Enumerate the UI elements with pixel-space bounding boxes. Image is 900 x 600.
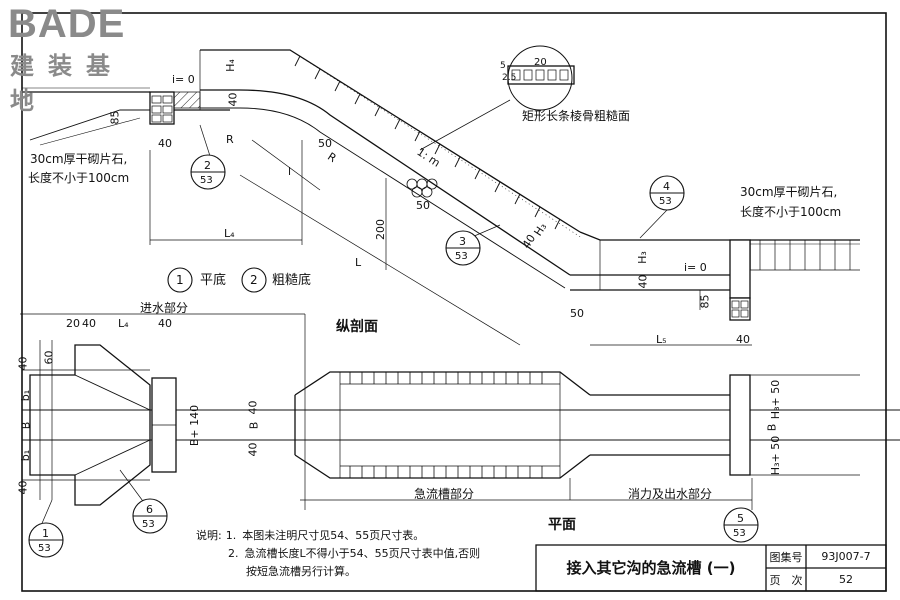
dim-40-d: 40	[636, 274, 650, 289]
dim-50-a: 50	[318, 137, 332, 150]
label-stone-right-2: 长度不小于100cm	[740, 205, 842, 219]
dim-b1-a: b₁	[19, 389, 33, 402]
dim-b-outlet: B	[765, 423, 779, 432]
dim-h3-50-a: H₃+ 50	[769, 379, 783, 420]
note-2-text-b: 按短急流槽另行计算。	[246, 565, 356, 578]
note-1-num: 1.	[225, 529, 237, 542]
note-2-num: 2.	[228, 547, 239, 560]
label-plan: 平面	[548, 517, 576, 533]
dim-b-plan: B	[19, 421, 33, 430]
dim-rough-20: 20	[534, 57, 547, 68]
callout-5-page: 53	[733, 528, 746, 539]
legend-num-1: 1	[176, 273, 184, 287]
dim-h3-b: H₃	[635, 251, 649, 264]
notes-lead: 说明:	[196, 529, 222, 542]
legend-num-2: 2	[250, 273, 258, 287]
dim-l4-plan: L₄	[118, 317, 129, 330]
callout-6-page: 53	[142, 519, 155, 530]
dim-20: 20	[66, 317, 80, 330]
dim-r-a: R	[226, 133, 234, 146]
dim-l-small: l	[288, 165, 292, 178]
label-i0-right: i= 0	[684, 261, 707, 274]
dim-200: 200	[374, 219, 387, 240]
page-label: 页 次	[769, 573, 803, 587]
title-block: 接入其它沟的急流槽 (一) 图集号 93J007-7 页 次 52	[536, 545, 884, 589]
callout-1-num: 1	[42, 527, 49, 540]
label-stone-left-2: 长度不小于100cm	[28, 171, 130, 185]
logo-chinese: 建装基地	[10, 52, 124, 115]
callout-4-page: 53	[659, 196, 672, 207]
atlas-value: 93J007-7	[821, 550, 871, 563]
dim-h3-50-b: H₃+ 50	[769, 435, 783, 476]
logo-letters: BADE	[8, 2, 126, 46]
label-i0-left: i= 0	[172, 73, 195, 86]
dim-40-a: 40	[226, 92, 240, 107]
dim-b1-b: b₁	[19, 449, 33, 462]
dim-50-b: 50	[416, 199, 430, 212]
dim-rough-25: 2.5	[502, 73, 517, 83]
dim-l-big: L	[355, 256, 362, 269]
dim-40-i: 40	[16, 480, 30, 495]
legend-rough-bottom: 粗糙底	[272, 273, 312, 288]
callout-5-num: 5	[737, 512, 744, 525]
bade-logo: BADE 建装基地	[8, 2, 158, 115]
note-1-text: 本图未注明尺寸见54、55页尺寸表。	[242, 529, 425, 542]
callout-6-num: 6	[146, 503, 153, 516]
label-profile: 纵剖面	[336, 319, 378, 335]
dim-40-f: 40	[82, 317, 96, 330]
dim-b140: B+ 140	[188, 404, 202, 447]
dim-40-j: 40	[246, 400, 260, 415]
label-stone-right-1: 30cm厚干砌片石,	[740, 185, 838, 199]
plan-view	[20, 313, 900, 529]
drawing-title: 接入其它沟的急流槽 (一)	[566, 558, 736, 577]
dim-40-e: 40	[736, 333, 750, 346]
label-chute-part: 急流槽部分	[414, 487, 475, 501]
atlas-label: 图集号	[769, 550, 803, 564]
dim-40-b: 40	[158, 137, 172, 150]
dim-40-k: 40	[246, 442, 260, 457]
page-value: 52	[839, 573, 853, 586]
dim-60: 60	[42, 350, 56, 365]
label-outlet-part: 消力及出水部分	[628, 487, 713, 501]
label-rough-surface: 矩形长条棱骨粗糙面	[522, 109, 631, 123]
dim-50-c: 50	[570, 307, 584, 320]
label-inlet-part: 进水部分	[140, 301, 189, 315]
callout-2-page: 53	[200, 175, 213, 186]
note-2-text-a: 急流槽长度L不得小于54、55页尺寸表中值,否则	[244, 547, 481, 560]
callout-2-num: 2	[204, 159, 211, 172]
detail-callouts	[28, 154, 759, 558]
dim-rough-5: 5	[500, 61, 506, 71]
dim-40-g: 40	[158, 317, 172, 330]
callout-4-num: 4	[663, 180, 670, 193]
longitudinal-profile	[22, 45, 860, 346]
dim-85-a: 85	[108, 110, 122, 125]
legend-flat-bottom: 平底	[200, 273, 227, 288]
dim-h4: H₄	[223, 59, 237, 72]
dim-85-b: 85	[698, 294, 712, 309]
drawing-frame	[21, 12, 887, 592]
dim-40-h: 40	[16, 356, 30, 371]
callout-3-page: 53	[455, 251, 468, 262]
dim-l4: L₄	[224, 227, 235, 240]
notes: 说明: 1. 本图未注明尺寸见54、55页尺寸表。 2. 急流槽长度L不得小于5…	[196, 527, 480, 581]
callout-1-page: 53	[38, 543, 51, 554]
callout-3-num: 3	[459, 235, 466, 248]
dim-b-chute: B	[247, 421, 261, 430]
title-block-frame	[535, 544, 887, 592]
dim-l5: L₅	[656, 333, 667, 346]
label-stone-left-1: 30cm厚干砌片石,	[30, 152, 128, 166]
